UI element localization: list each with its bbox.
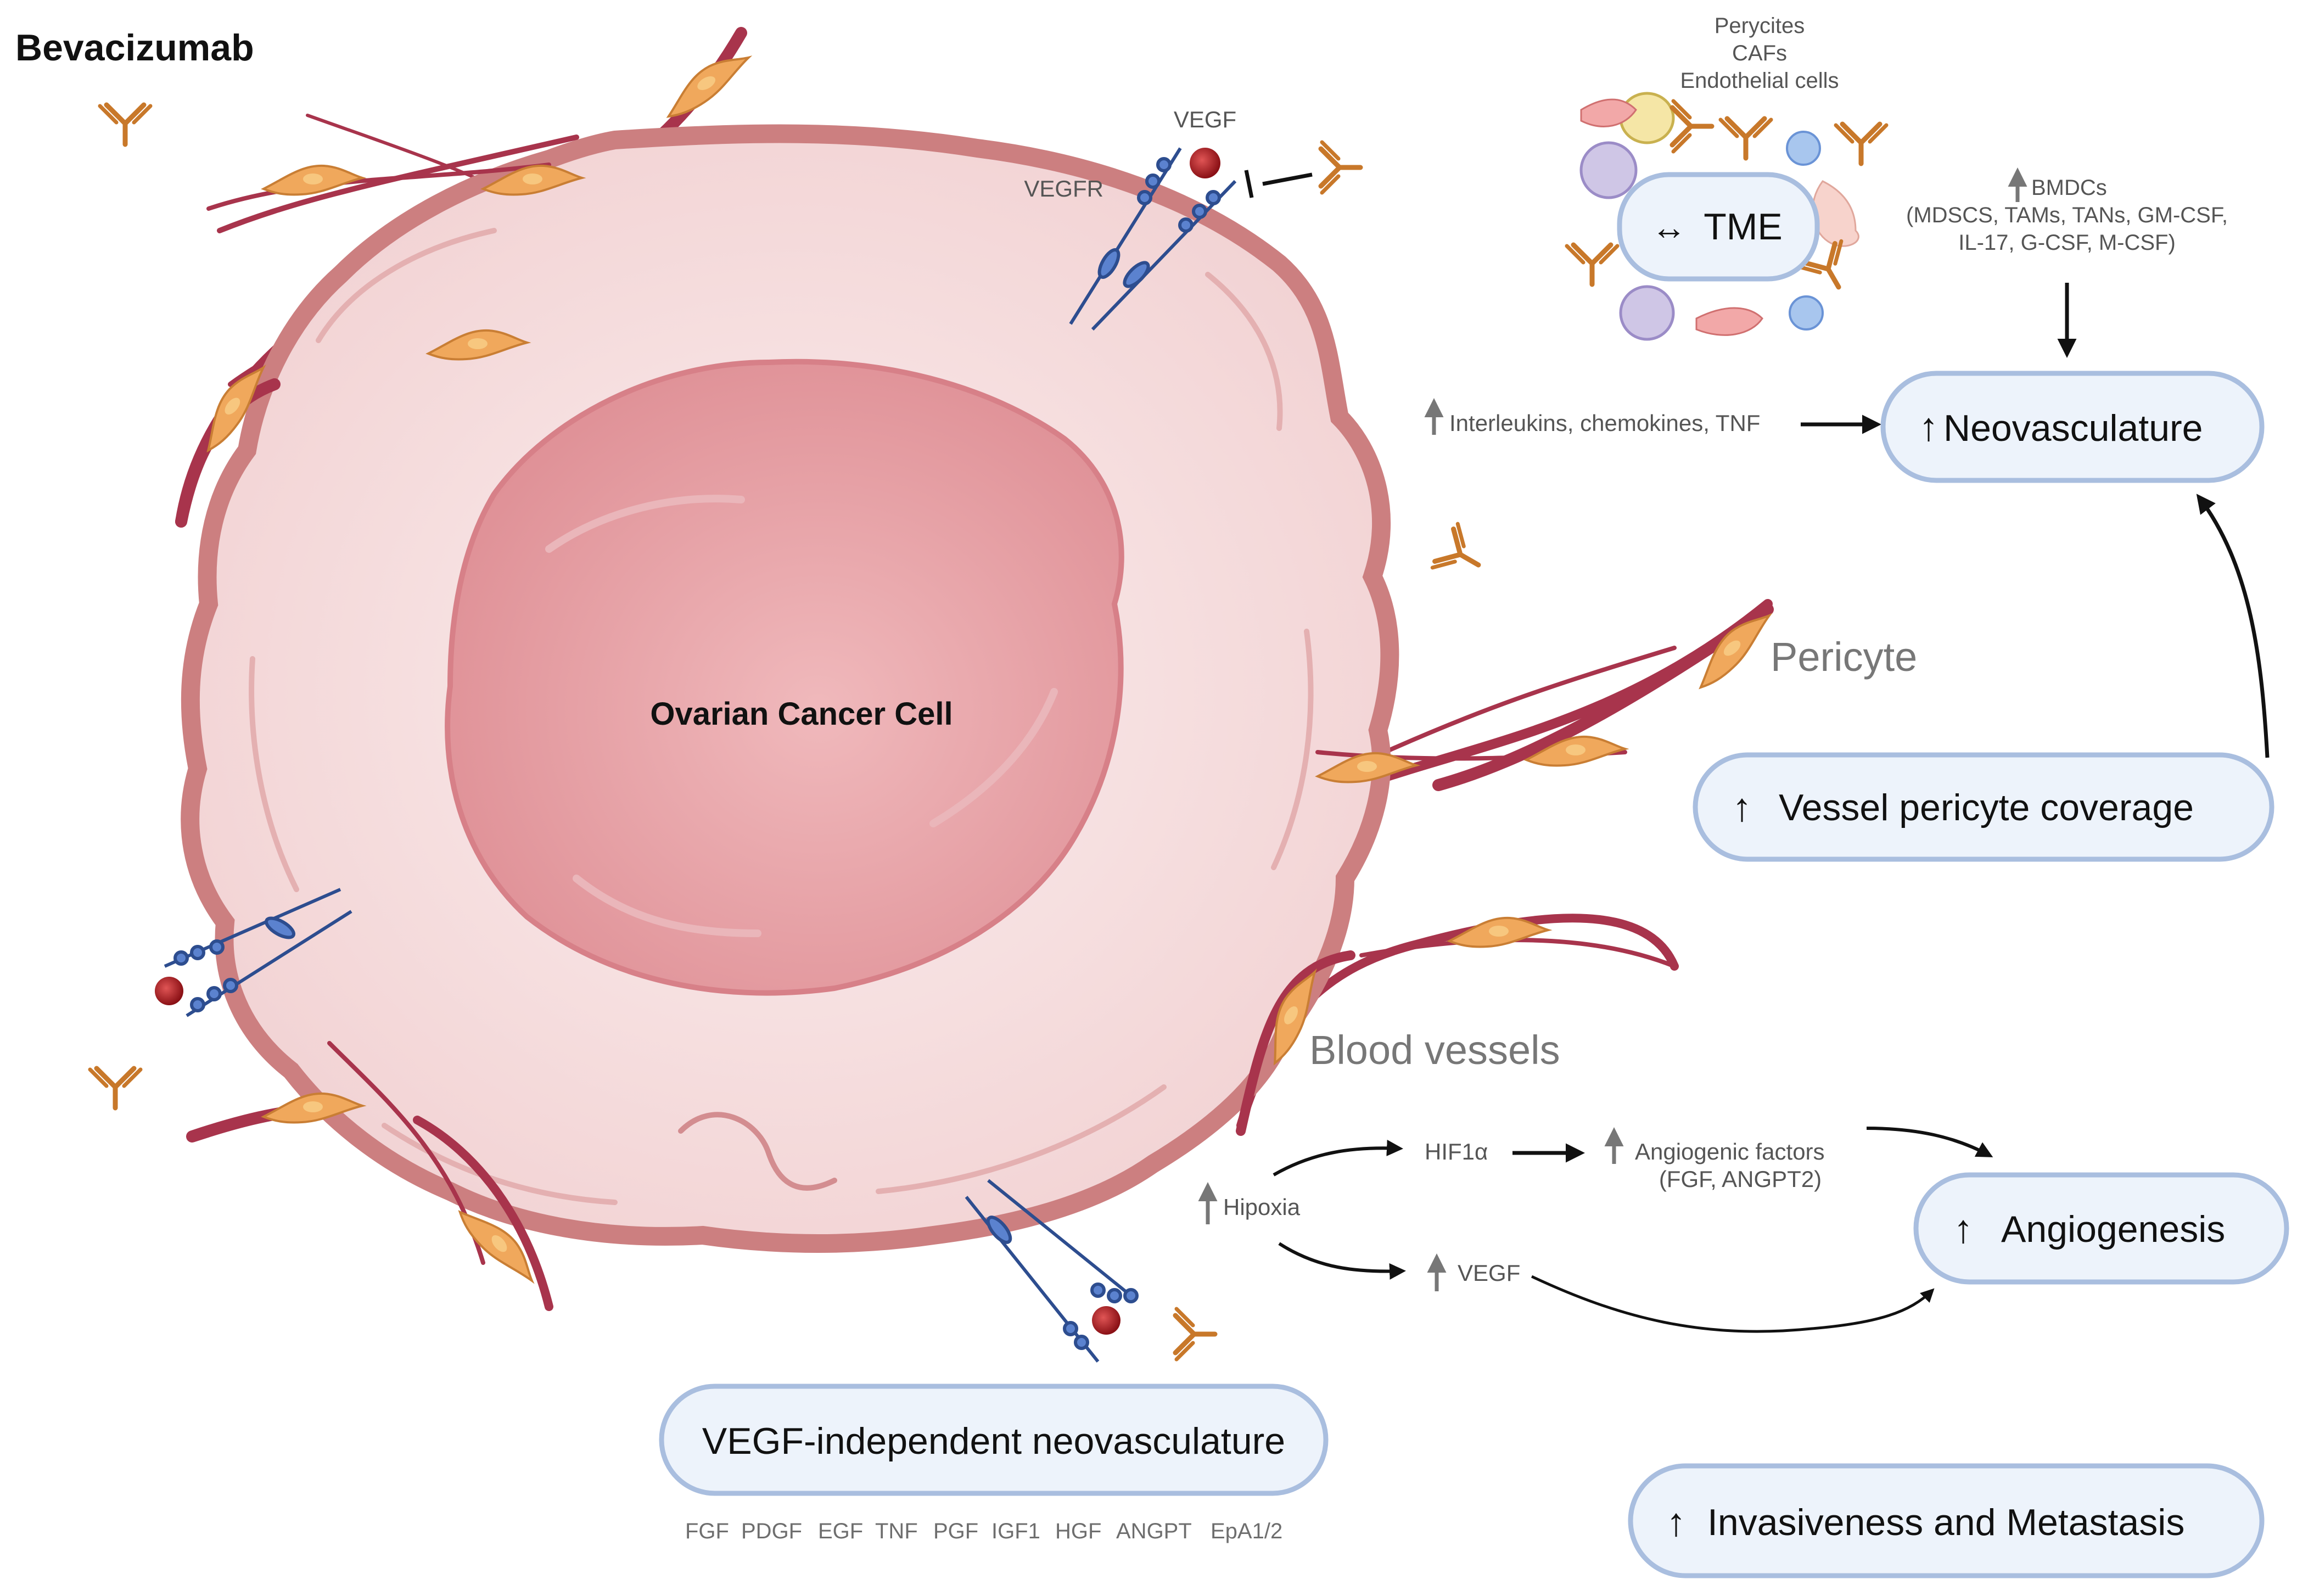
factor-item: FGF	[685, 1519, 729, 1543]
factor-item: TNF	[875, 1519, 918, 1543]
antibody-icon	[1175, 1309, 1215, 1359]
antibody-icon	[90, 1068, 141, 1108]
interleukins-label: Interleukins, chemokines, TNF	[1449, 410, 1760, 436]
vegf-to-angiogenesis-arrow	[1531, 1275, 1935, 1333]
antibody-icon	[1432, 523, 1491, 587]
invasiveness-label: Invasiveness and Metastasis	[1707, 1502, 2184, 1543]
up-arrow-icon: ↑	[1666, 1500, 1686, 1544]
title: Bevacizumab	[15, 27, 254, 69]
factor-item: PGF	[933, 1519, 978, 1543]
curved-arrow-icon	[2196, 494, 2270, 758]
invasiveness-box	[1628, 1463, 2265, 1578]
vegfr-receptor-icon	[1069, 147, 1237, 331]
ovarian-cancer-cell: Ovarian Cancer Cell	[181, 124, 1399, 1253]
vegf-bottom-label: VEGF	[1458, 1260, 1520, 1286]
angiogenic-factors-line1: Angiogenic factors	[1635, 1139, 1825, 1164]
neovasculature-label: Neovasculature	[1943, 407, 2203, 449]
tme-arrow-icon: ↔	[1651, 208, 1687, 247]
hif1a-label: HIF1α	[1425, 1139, 1488, 1164]
vessel-pericyte-box	[1693, 752, 2274, 862]
vegf-top-label: VEGF	[1174, 107, 1236, 132]
pericyte-label: Pericyte	[1771, 634, 1917, 680]
factor-item: IGF1	[991, 1519, 1040, 1543]
factor-item: EpA1/2	[1211, 1519, 1282, 1543]
vegfr-label: VEGFR	[1024, 176, 1103, 201]
antibody-icon	[100, 105, 150, 144]
vegf-ligand-icon	[1092, 1306, 1121, 1335]
tme-cells-line1: Perycites	[1715, 14, 1805, 38]
factor-item: ANGPT	[1116, 1519, 1192, 1543]
factors-to-angiogenesis-arrow	[1866, 1127, 1993, 1157]
antibody-icon	[1321, 142, 1360, 193]
tme-cells-line2: CAFs	[1732, 41, 1787, 65]
factor-item: EGF	[818, 1519, 863, 1543]
hipoxia-to-hif-arrow	[1273, 1139, 1403, 1177]
vegf-ligand-icon	[1190, 148, 1220, 178]
tme-label: TME	[1704, 206, 1783, 248]
vessel-pericyte-label: Vessel pericyte coverage	[1779, 787, 2194, 828]
hipoxia-to-vegf-arrow	[1278, 1242, 1406, 1280]
vegfr-receptor-icon	[965, 1179, 1139, 1363]
factor-item: PDGF	[741, 1519, 802, 1543]
vegfr-receptor-icon	[164, 888, 352, 1017]
blood-vessels-label: Blood vessels	[1309, 1027, 1560, 1073]
vegf-ligand-icon	[155, 977, 183, 1005]
bmdcs-line2: (MDSCS, TAMs, TANs, GM-CSF,	[1906, 203, 2228, 227]
vegf-independent-label: VEGF-independent neovasculature	[702, 1420, 1285, 1462]
factor-list: FGF PDGF EGF TNF PGF IGF1 HGF ANGPT EpA1…	[685, 1519, 1282, 1543]
pericyte-icon	[656, 46, 758, 123]
bmdcs-line3: IL-17, G-CSF, M-CSF)	[1958, 231, 2176, 255]
up-arrow-icon: ↑	[1732, 786, 1752, 830]
inhibition-icon	[1244, 170, 1313, 198]
factor-item: HGF	[1055, 1519, 1101, 1543]
angiogenesis-box	[1913, 1172, 2289, 1285]
vegf-independent-box	[659, 1384, 1329, 1496]
tme-cells-line3: Endothelial cells	[1680, 69, 1839, 93]
angiogenesis-label: Angiogenesis	[2001, 1208, 2225, 1250]
front-vessels	[175, 163, 1774, 1311]
up-arrow-icon: ↑	[1953, 1207, 1973, 1251]
neovasculature-box	[1880, 371, 2265, 483]
tme-box	[1617, 172, 1820, 282]
cell-label: Ovarian Cancer Cell	[650, 696, 953, 732]
bmdcs-line1: BMDCs	[2031, 176, 2107, 200]
tme-cell-cluster	[1567, 92, 1886, 341]
up-arrow-icon: ↑	[1919, 405, 1939, 449]
hipoxia-label: Hipoxia	[1223, 1194, 1301, 1220]
angiogenic-factors-line2: (FGF, ANGPT2)	[1659, 1166, 1822, 1192]
